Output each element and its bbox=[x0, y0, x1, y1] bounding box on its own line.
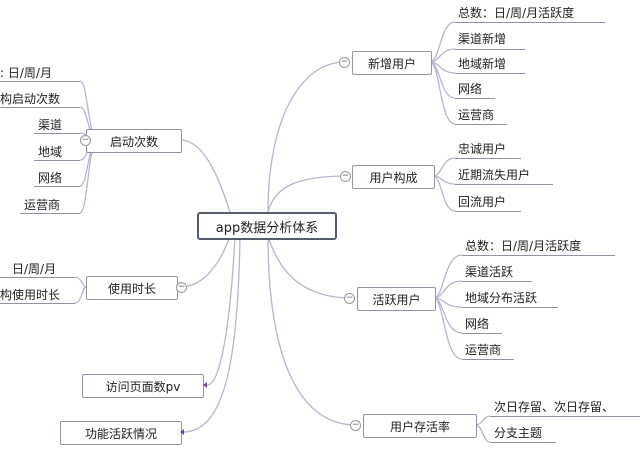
leaf-active-channel[interactable]: 渠道活跃 bbox=[465, 265, 514, 279]
link-page-views bbox=[206, 235, 236, 386]
link-feature-activity bbox=[182, 235, 241, 433]
leaf-launch-count[interactable]: 构启动次数 bbox=[0, 92, 61, 106]
link-usage-time bbox=[179, 235, 231, 288]
leaf-active-carrier[interactable]: 运营商 bbox=[465, 343, 502, 357]
collapsed-arrow-icon[interactable] bbox=[180, 429, 184, 435]
root-node[interactable]: app数据分析体系 bbox=[197, 212, 337, 240]
leaf-new-network[interactable]: 网络 bbox=[458, 82, 483, 96]
leaf-retention-next-day[interactable]: 次日存留、次日存留、 bbox=[494, 400, 615, 414]
link-user-composition bbox=[267, 175, 349, 213]
link-active-users bbox=[267, 235, 353, 299]
leaf-loyal[interactable]: 忠诚用户 bbox=[458, 142, 507, 156]
branch-page-views[interactable]: 访问页面数pv bbox=[82, 374, 204, 398]
branch-usage-time[interactable]: 使用时长 bbox=[86, 276, 178, 300]
leaf-new-carrier[interactable]: 运营商 bbox=[458, 108, 495, 122]
minus-circle-icon[interactable]: − bbox=[340, 171, 351, 182]
minus-circle-icon[interactable]: − bbox=[344, 293, 355, 304]
branch-new-users[interactable]: 新增用户 bbox=[352, 51, 432, 75]
link-new-users bbox=[267, 61, 346, 213]
leaf-launch-network[interactable]: 网络 bbox=[38, 171, 63, 185]
leaf-churned[interactable]: 近期流失用户 bbox=[458, 168, 531, 182]
leaf-retention-subtopic[interactable]: 分支主题 bbox=[494, 426, 543, 440]
minus-circle-icon[interactable]: − bbox=[176, 282, 187, 293]
branch-launches[interactable]: 启动次数 bbox=[86, 129, 182, 153]
leaf-new-total[interactable]: 总数：日/周/月活跃度 bbox=[458, 6, 575, 20]
leaf-launch-region[interactable]: 地域 bbox=[38, 145, 63, 159]
leaf-launch-period[interactable]: : 日/周/月 bbox=[0, 66, 52, 80]
leaf-active-region[interactable]: 地域分布活跃 bbox=[465, 291, 538, 305]
leaf-new-channel[interactable]: 渠道新增 bbox=[458, 32, 507, 46]
leaf-returning[interactable]: 回流用户 bbox=[458, 195, 507, 209]
branch-user-composition[interactable]: 用户构成 bbox=[352, 165, 435, 189]
branch-active-users[interactable]: 活跃用户 bbox=[357, 287, 436, 311]
link-retention bbox=[267, 235, 357, 426]
leaf-launch-carrier[interactable]: 运营商 bbox=[24, 198, 61, 212]
collapsed-arrow-icon[interactable] bbox=[203, 382, 207, 388]
leaf-active-network[interactable]: 网络 bbox=[465, 317, 490, 331]
leaf-usage-period[interactable]: 日/周/月 bbox=[12, 262, 57, 276]
minus-circle-icon[interactable]: − bbox=[350, 420, 361, 431]
leaf-launch-channel[interactable]: 渠道 bbox=[38, 118, 63, 132]
leaf-active-total[interactable]: 总数：日/周/月活跃度 bbox=[465, 239, 582, 253]
branch-retention[interactable]: 用户存活率 bbox=[363, 414, 477, 438]
minus-circle-icon[interactable]: − bbox=[339, 57, 350, 68]
leaf-new-region[interactable]: 地域新增 bbox=[458, 57, 507, 71]
link-launches bbox=[179, 139, 231, 213]
leaf-usage-duration[interactable]: 构使用时长 bbox=[0, 288, 61, 302]
minus-circle-icon[interactable]: − bbox=[80, 135, 91, 146]
branch-feature-activity[interactable]: 功能活跃情况 bbox=[60, 421, 182, 445]
